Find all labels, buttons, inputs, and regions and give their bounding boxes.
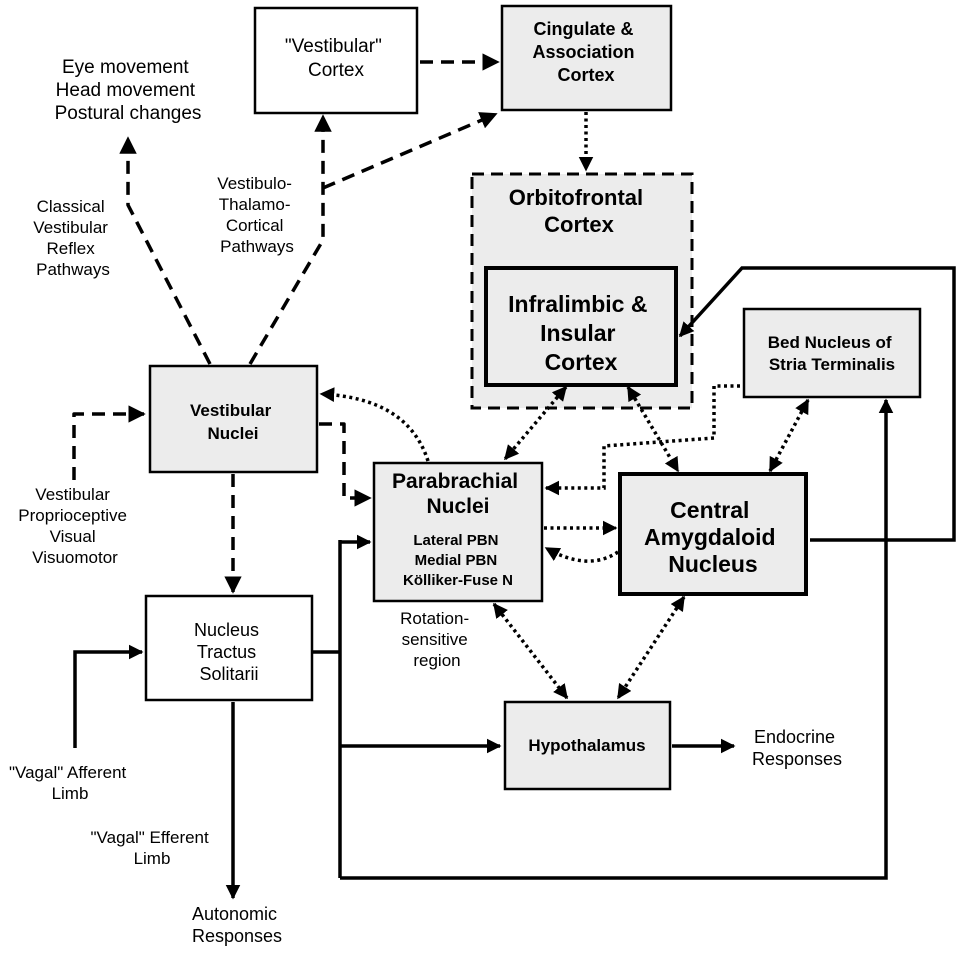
arrow-nts-to-bed: [340, 398, 894, 880]
vagal-afferent-label: "Vagal" Afferent Limb: [9, 763, 131, 803]
vestibular-nuclei-label: Vestibular Nuclei: [190, 401, 276, 443]
arrow-amygdala-loop-to-infralimbic: [678, 266, 956, 542]
orbitofrontal-label: Orbitofrontal Cortex: [509, 185, 650, 237]
cingulate-label: Cingulate & Association Cortex: [532, 19, 639, 85]
bed-nucleus-label: Bed Nucleus of Stria Terminalis: [768, 333, 896, 374]
arrow-parabrachial-to-vn: [319, 387, 430, 462]
arrow-parabrachial-hypothalamus: [492, 602, 569, 700]
arrow-infralimbic-parabrachial: [503, 385, 568, 461]
central-amygdaloid-box: [618, 472, 808, 596]
arrow-vn-to-vcortex: [248, 114, 332, 365]
classical-reflex-label: Classical Vestibular Reflex Pathways: [33, 197, 112, 279]
arrow-bed-amygdala: [768, 398, 810, 473]
arrow-inputs-to-vn: [72, 405, 146, 480]
arrow-vagal-afferent-to-nts: [73, 644, 144, 748]
cingulate-box: [500, 4, 673, 112]
vagal-efferent-label: "Vagal" Efferent Limb: [91, 828, 214, 868]
vestibular-cortex-label: "Vestibular" Cortex: [285, 36, 387, 81]
infralimbic-label: Infralimbic & Insular Cortex: [508, 291, 654, 375]
thalamocortical-label: Vestibulo- Thalamo- Cortical Pathways: [217, 174, 296, 256]
arrow-bed-to-parabrachial: [544, 384, 740, 496]
parabrachial-box: [372, 461, 544, 603]
bed-nucleus-box: [742, 307, 922, 399]
infralimbic-box: [484, 266, 678, 387]
sensory-inputs-label: Vestibular Proprioceptive Visual Visuomo…: [18, 485, 131, 567]
arrow-vn-to-parabrachial: [319, 422, 372, 507]
central-amygdaloid-label: Central Amygdaloid Nucleus: [644, 497, 782, 577]
arrow-amygdala-hypothalamus: [616, 595, 686, 700]
arrow-thalamo-to-cingulate: [322, 112, 498, 190]
rotation-sensitive-label: Rotation- sensitive region: [400, 609, 474, 670]
hypothalamus-box: [503, 700, 672, 791]
parabrachial-title: Parabrachial Nuclei: [392, 470, 524, 518]
vestibular-nuclei-box: [148, 364, 319, 474]
nts-box: [144, 594, 314, 702]
vestibular-cortex-box: [253, 6, 419, 115]
endocrine-responses-label: Endocrine Responses: [752, 727, 842, 769]
autonomic-responses-label: Autonomic Responses: [192, 904, 282, 946]
parabrachial-subnuclei: Lateral PBN Medial PBN Kölliker-Fuse N: [403, 532, 513, 589]
hypothalamus-label: Hypothalamus: [528, 736, 645, 755]
motor-outputs-label: Eye movement Head movement Postural chan…: [55, 57, 202, 124]
arrow-vn-to-reflex: [119, 136, 212, 365]
nts-label: Nucleus Tractus Solitarii: [194, 620, 264, 684]
arrow-amygdala-to-parabrachial: [544, 546, 619, 563]
